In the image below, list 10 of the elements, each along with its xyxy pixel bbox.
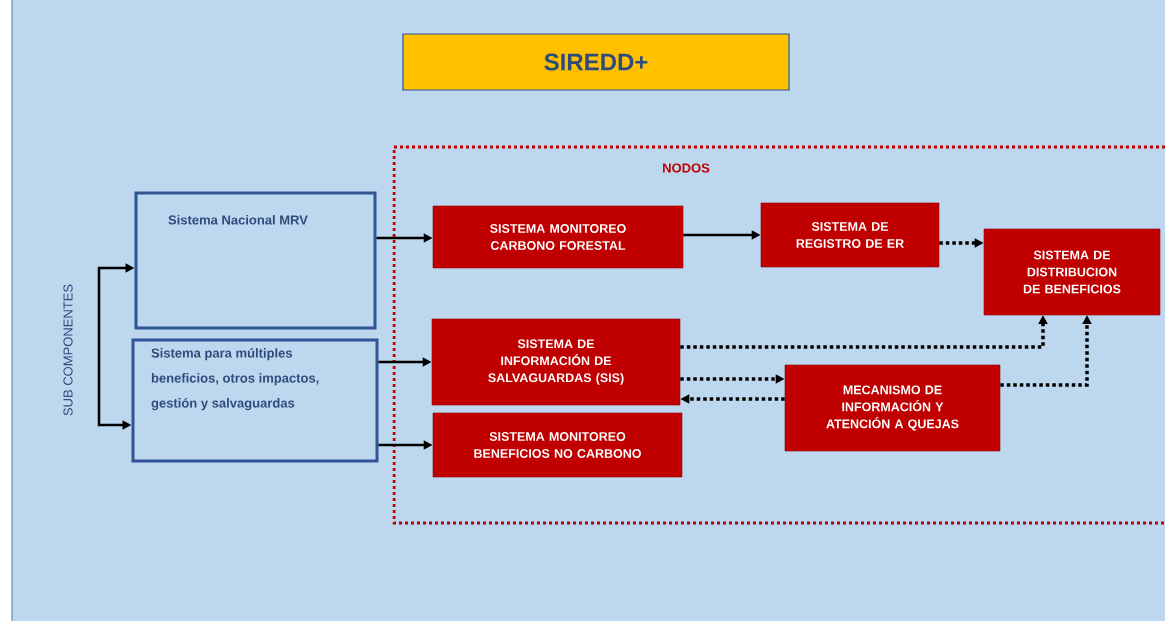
- process-box: SISTEMA DE INFORMACIÓN DE SALVAGUARDAS (SIS): [431, 318, 681, 406]
- title-box: SIREDD+: [402, 33, 790, 91]
- process-box: SISTEMA MONITOREO CARBONO FORESTAL: [432, 205, 684, 269]
- side-label: SUB COMPONENTES: [63, 284, 73, 416]
- process-box: MECANISMO DE INFORMACIÓN Y ATENCIÓN A QUEJAS: [784, 364, 1001, 452]
- process-box: SISTEMA MONITOREO BENEFICIOS NO CARBONO: [432, 412, 683, 478]
- process-box: SISTEMA DE DISTRIBUCION DE BENEFICIOS: [983, 228, 1161, 316]
- subcomponent-box: Sistema para múltiples beneficios, otros impactos, gestión y salvaguardas: [131, 338, 379, 463]
- process-box: SISTEMA DE REGISTRO DE ER: [760, 202, 940, 268]
- subcomponent-box: Sistema Nacional MRV: [134, 191, 377, 330]
